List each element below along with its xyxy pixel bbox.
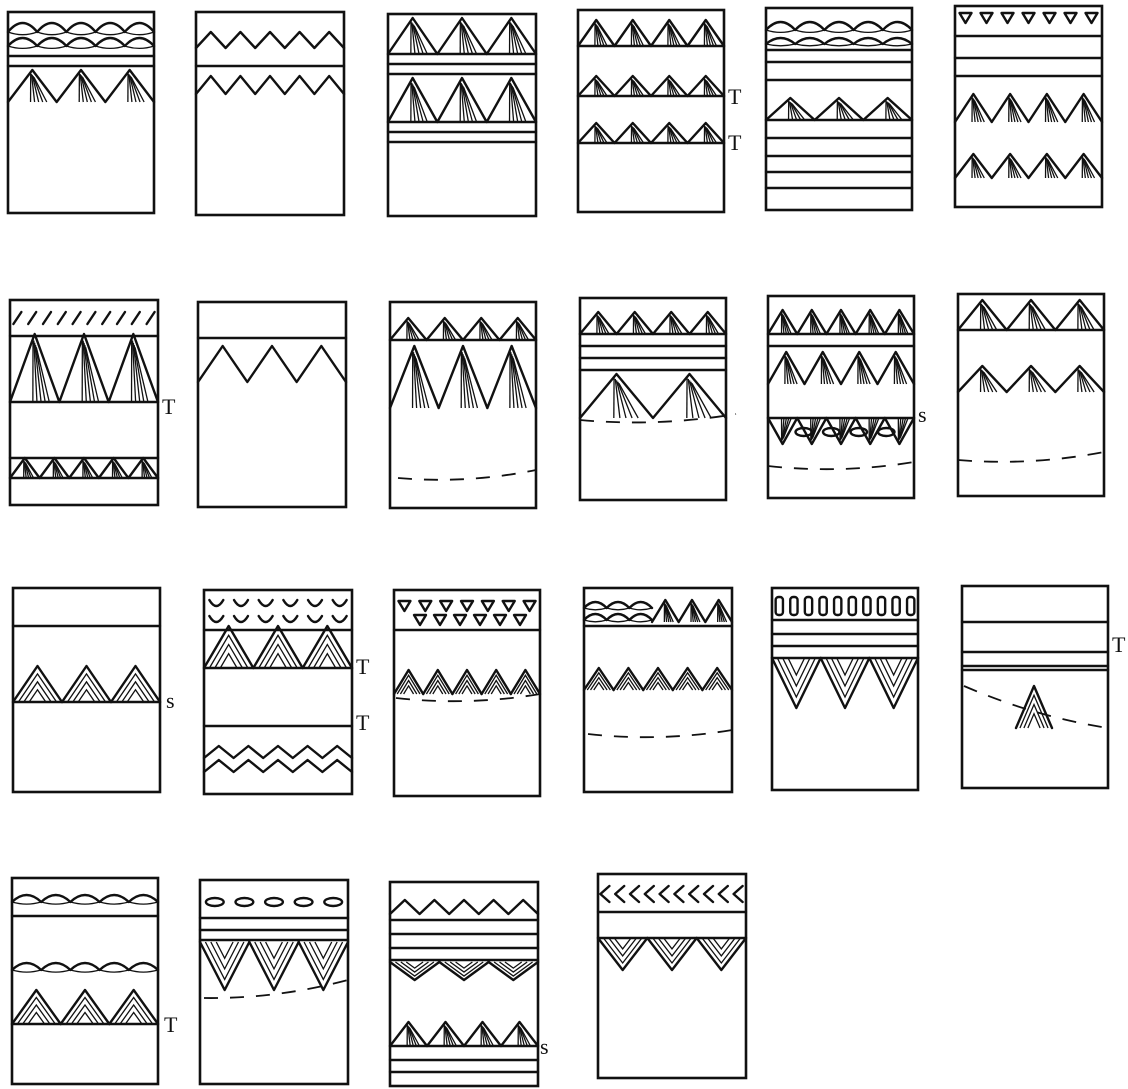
panel-label: T — [356, 654, 370, 679]
pattern-panel — [8, 12, 154, 213]
pattern-panel — [388, 14, 536, 216]
panel-frame — [8, 12, 154, 213]
pattern-panel: TT — [204, 590, 370, 794]
pattern-panel: T — [12, 878, 178, 1084]
pattern-panel — [766, 8, 912, 210]
panel-frame — [388, 14, 536, 216]
panel-frame — [196, 12, 344, 215]
panel-label: T — [728, 84, 742, 109]
pattern-panel — [390, 302, 536, 508]
panel-frame — [204, 590, 352, 794]
panel-label: s — [918, 402, 927, 427]
panel-label: T — [728, 130, 742, 155]
panel-frame — [958, 294, 1104, 496]
pattern-panel: T — [962, 586, 1126, 788]
pattern-panel: s — [13, 588, 175, 792]
pattern-panel — [598, 874, 746, 1078]
panel-label: T — [164, 1012, 178, 1037]
pattern-panel — [772, 588, 918, 790]
pattern-panel: s — [768, 296, 927, 498]
panel-frame — [198, 302, 346, 507]
panel-frame — [598, 874, 746, 1078]
pattern-panel: s — [390, 882, 549, 1086]
pattern-panel — [196, 12, 344, 215]
panel-label: T — [162, 394, 176, 419]
pattern-panel — [958, 294, 1104, 496]
pattern-panel — [394, 590, 540, 796]
panel-label: s — [540, 1034, 549, 1059]
panel-frame — [772, 588, 918, 790]
panel-frame — [390, 882, 538, 1086]
pattern-panel: TT — [578, 10, 742, 212]
panel-label: T — [356, 710, 370, 735]
pattern-panel — [198, 302, 346, 507]
panel-frame — [768, 296, 914, 498]
panel-label: s — [166, 688, 175, 713]
panel-frame — [200, 880, 348, 1084]
pattern-panel — [200, 880, 348, 1084]
panel-label: T — [1112, 632, 1126, 657]
pattern-panel — [955, 6, 1102, 207]
panel-frame — [12, 878, 158, 1084]
pattern-panel — [584, 588, 732, 792]
pattern-panel: T — [10, 300, 176, 505]
pattern-panel — [580, 298, 736, 500]
